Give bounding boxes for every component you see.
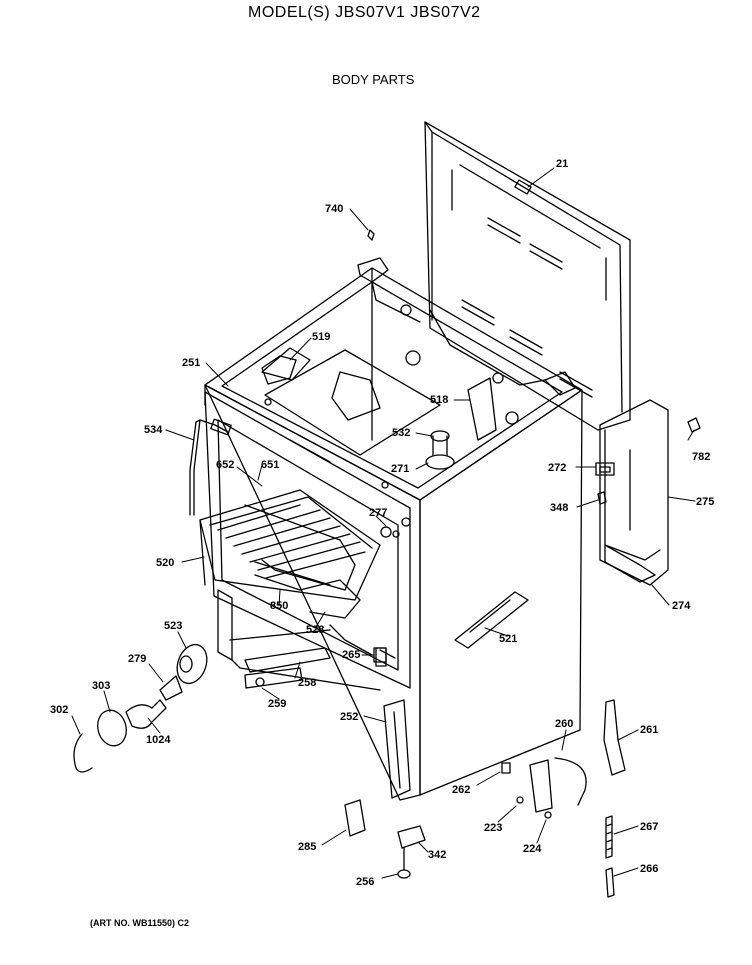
callout-258: 258	[298, 677, 316, 689]
callout-348: 348	[550, 502, 568, 514]
callout-528: 528	[306, 624, 324, 636]
terminal-block	[595, 462, 615, 476]
callout-342: 342	[428, 849, 446, 861]
art-number: (ART NO. WB11550) C2	[90, 918, 190, 928]
callout-21: 21	[556, 158, 568, 170]
front-frame	[204, 391, 411, 689]
callout-1024: 1024	[146, 734, 171, 746]
side-decal	[454, 591, 529, 649]
callout-532: 532	[392, 427, 410, 439]
callout-523: 523	[164, 620, 182, 632]
callout-521: 521	[499, 633, 517, 645]
callout-652: 652	[216, 459, 234, 471]
callout-651: 651	[261, 459, 279, 471]
callout-251: 251	[182, 357, 200, 369]
leader-lines	[71, 167, 696, 879]
callout-272: 272	[548, 462, 566, 474]
broil-element	[244, 504, 373, 656]
callout-252: 252	[340, 711, 358, 723]
callout-303: 303	[92, 680, 110, 692]
callout-224: 224	[523, 843, 542, 855]
callout-266: 266	[640, 863, 658, 875]
callout-labels: 21 740 519 251 518 534 532 652 651 271 2…	[50, 158, 714, 888]
callout-277: 277	[369, 507, 387, 519]
callout-518: 518	[430, 394, 448, 406]
cabinet-body	[204, 257, 583, 801]
callout-261: 261	[640, 724, 658, 736]
callout-256: 256	[356, 876, 374, 888]
callout-262: 262	[452, 784, 470, 796]
section-title: BODY PARTS	[332, 72, 415, 87]
callout-279: 279	[128, 653, 146, 665]
callout-260: 260	[555, 718, 573, 730]
lamp-assembly	[73, 643, 208, 773]
callout-850: 850	[270, 600, 288, 612]
callout-267: 267	[640, 821, 658, 833]
model-title: MODEL(S) JBS07V1 JBS07V2	[248, 4, 481, 21]
bake-element	[254, 574, 361, 619]
callout-223: 223	[484, 822, 502, 834]
callout-782: 782	[692, 451, 710, 463]
bottom-parts	[344, 699, 626, 898]
rear-access-cover	[599, 399, 669, 586]
callout-265: 265	[342, 649, 360, 661]
callout-534: 534	[144, 424, 163, 436]
callout-259: 259	[268, 698, 286, 710]
callout-285: 285	[298, 841, 316, 853]
callout-274: 274	[672, 600, 691, 612]
rear-panel	[424, 121, 631, 431]
callout-740: 740	[325, 203, 343, 215]
door-gasket	[189, 418, 232, 516]
callout-302: 302	[50, 704, 68, 716]
oven-rack	[199, 489, 381, 601]
callout-520: 520	[156, 557, 174, 569]
callout-271: 271	[391, 463, 409, 475]
lower-frame	[217, 589, 381, 691]
callout-275: 275	[696, 496, 714, 508]
callout-519: 519	[312, 331, 330, 343]
